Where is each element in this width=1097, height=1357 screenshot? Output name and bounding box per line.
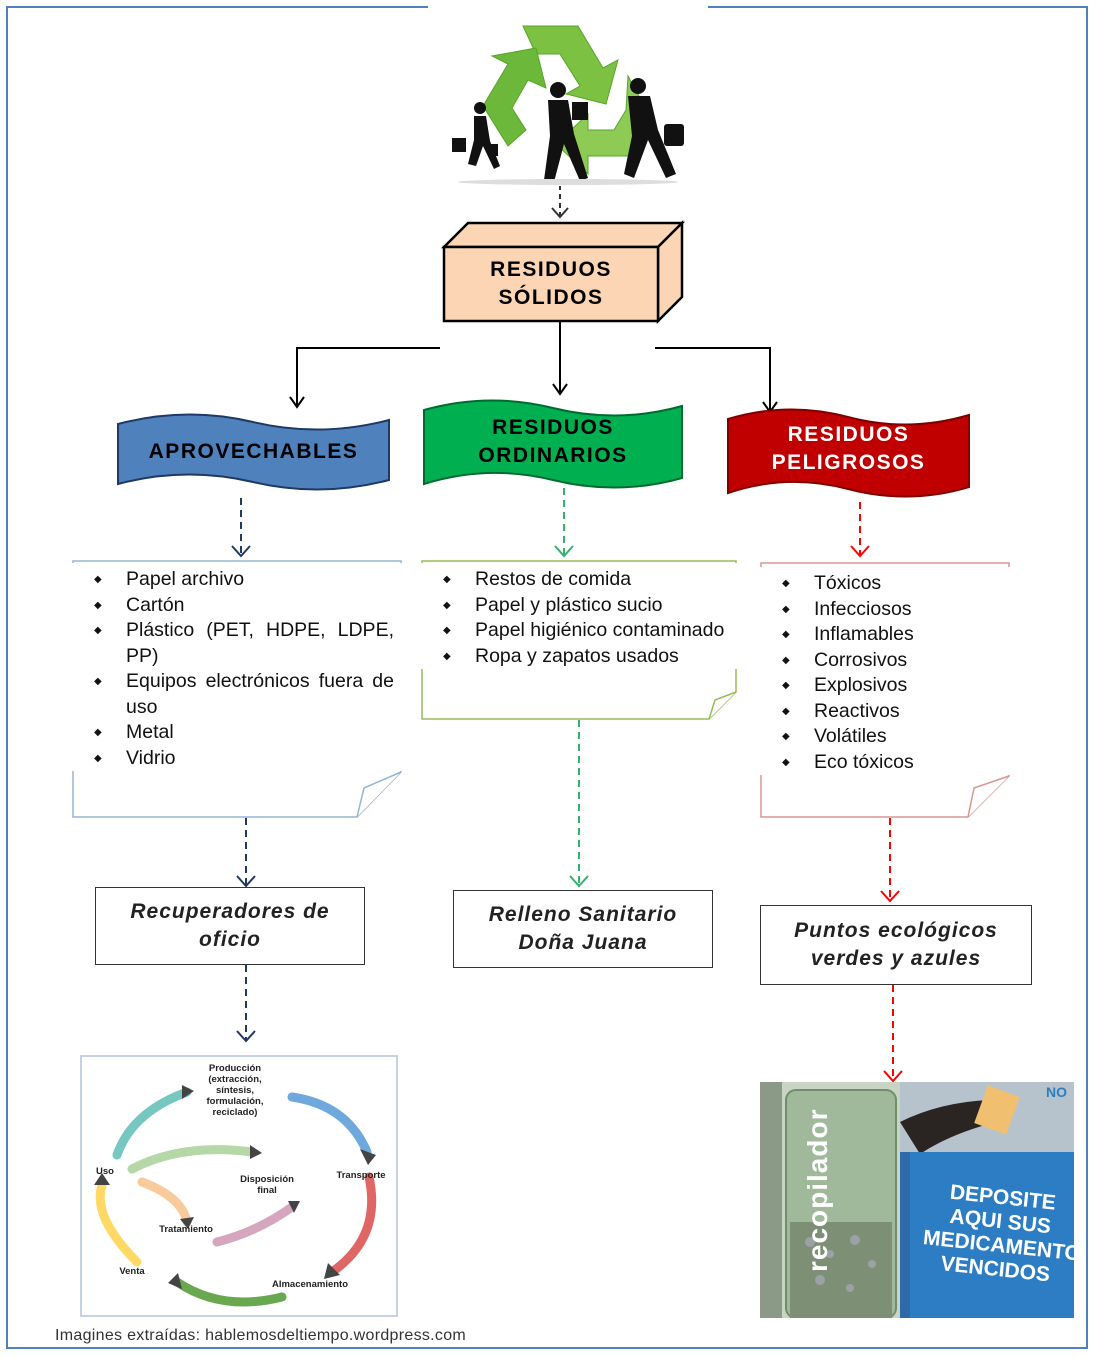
image-credit: Imagines extraídas: hablemosdeltiempo.wo…	[55, 1327, 467, 1344]
list-item: Restos de comida	[433, 567, 733, 593]
destination-ordinarios: Relleno Sanitario Doña Juana	[453, 890, 713, 968]
residuos-solidos-box: RESIDUOS SÓLIDOS	[430, 215, 690, 325]
category-peligrosos: RESIDUOS PELIGROSOS	[726, 405, 971, 505]
aprovechables-list: Papel archivo Cartón Plástico (PET, HDPE…	[84, 567, 394, 771]
list-item: Vidrio	[84, 746, 394, 772]
aprovechables-title: APROVECHABLES	[148, 440, 359, 463]
peligrosos-title-line2: PELIGROSOS	[771, 451, 926, 474]
destination-peligrosos: Puntos ecológicos verdes y azules	[760, 905, 1032, 985]
ordinarios-title-line1: RESIDUOS	[492, 416, 614, 439]
photo-corner-text: NO	[1046, 1084, 1067, 1100]
list-item: Plástico (PET, HDPE, LDPE, PP)	[84, 618, 394, 669]
lc-uso: Uso	[96, 1166, 114, 1177]
dest-peligrosos-line1: Puntos ecológicos	[794, 919, 998, 942]
lc-venta: Venta	[119, 1266, 145, 1277]
dest-aprovechables-line1: Recuperadores de	[130, 900, 330, 923]
arrow-center-to-peligrosos	[655, 347, 771, 410]
arrow-blue-2-head	[236, 875, 256, 888]
lc-produccion: Producción (extracción, síntesis, formul…	[206, 1063, 264, 1118]
recopilador-label: recopilador	[802, 1108, 833, 1272]
ordinarios-note: Restos de comida Papel y plástico sucio …	[421, 560, 737, 720]
dest-aprovechables-line2: oficio	[199, 928, 261, 951]
list-item: Reactivos	[772, 699, 1004, 725]
category-ordinarios: RESIDUOS ORDINARIOS	[422, 396, 684, 498]
list-item: Volátiles	[772, 724, 1004, 750]
list-item: Ropa y zapatos usados	[433, 644, 733, 670]
dest-ordinarios-line2: Doña Juana	[518, 931, 648, 954]
peligrosos-list: Tóxicos Infecciosos Inflamables Corrosiv…	[772, 571, 1004, 775]
peligrosos-title-line1: RESIDUOS	[787, 423, 910, 446]
arrow-blue-3-head	[236, 1030, 256, 1043]
dest-peligrosos-line2: verdes y azules	[810, 947, 982, 970]
lc-tratamiento: Tratamiento	[159, 1224, 213, 1235]
arrow-red-1-head	[850, 545, 870, 558]
list-item: Infecciosos	[772, 597, 1004, 623]
arrow-blue-1-head	[231, 545, 251, 558]
arrow-red-2-head	[880, 890, 900, 903]
arrow-center-to-ordinarios-head	[552, 383, 568, 396]
center-title-line2: SÓLIDOS	[498, 286, 604, 309]
list-item: Papel archivo	[84, 567, 394, 593]
aprovechables-note: Papel archivo Cartón Plástico (PET, HDPE…	[72, 560, 402, 818]
lc-almacenamiento: Almacenamiento	[271, 1279, 349, 1290]
list-item: Inflamables	[772, 622, 1004, 648]
arrow-center-to-aprovechables	[296, 347, 440, 405]
list-item: Corrosivos	[772, 648, 1004, 674]
ordinarios-list: Restos de comida Papel y plástico sucio …	[433, 567, 733, 669]
list-item: Metal	[84, 720, 394, 746]
list-item: Tóxicos	[772, 571, 1004, 597]
peligrosos-note: Tóxicos Infecciosos Inflamables Corrosiv…	[760, 562, 1010, 818]
arrow-green-1-head	[554, 545, 574, 558]
category-aprovechables: APROVECHABLES	[116, 410, 391, 502]
list-item: Papel y plástico sucio	[433, 593, 733, 619]
arrow-image-to-center-head	[551, 207, 569, 219]
list-item: Papel higiénico contaminado	[433, 618, 733, 644]
lc-transporte: Transporte	[336, 1170, 386, 1181]
destination-aprovechables: Recuperadores de oficio	[95, 887, 365, 965]
list-item: Equipos electrónicos fuera de uso	[84, 669, 394, 720]
lifecycle-diagram: Producción (extracción, síntesis, formul…	[80, 1055, 398, 1317]
medicamentos-sign: DEPOSITE AQUI SUS MEDICAMENTOS VENCIDOS	[922, 1180, 1074, 1287]
arrow-red-3-head	[883, 1070, 903, 1083]
recycle-people-icon	[428, 6, 708, 186]
center-title-line1: RESIDUOS	[490, 258, 612, 281]
arrow-green-2-head	[569, 875, 589, 888]
lc-disposicion: Disposición final	[240, 1174, 294, 1196]
list-item: Cartón	[84, 593, 394, 619]
list-item: Eco tóxicos	[772, 750, 1004, 776]
arrow-center-to-aprovechables-head	[289, 396, 305, 409]
ordinarios-title-line2: ORDINARIOS	[478, 444, 628, 467]
list-item: Explosivos	[772, 673, 1004, 699]
collection-bins-photo: recopilador DEPOSITE AQUI SUS MEDICAMENT…	[760, 1082, 1074, 1318]
dest-ordinarios-line1: Relleno Sanitario	[488, 903, 678, 926]
